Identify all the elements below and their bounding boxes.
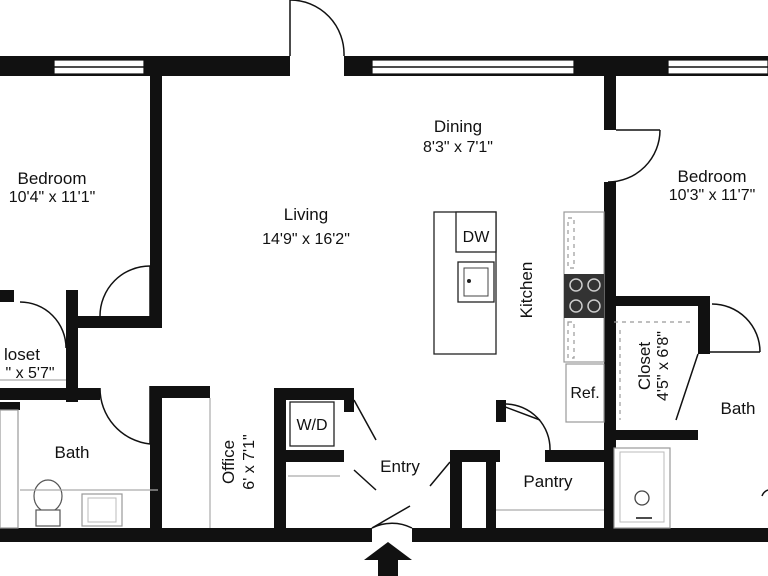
- fixture-labels: DW W/D Ref.: [289, 229, 600, 447]
- pantry-name: Pantry: [523, 472, 573, 491]
- closet-right-dims: 4'5" x 6'8": [655, 331, 672, 401]
- bath-right-name: Bath: [721, 399, 756, 418]
- office-dims: 6' x 7'1": [241, 434, 258, 489]
- entry-name: Entry: [380, 457, 420, 476]
- bath-right-fixtures: [613, 447, 768, 529]
- doors: [19, 0, 761, 529]
- closet-shelves: [0, 321, 692, 528]
- living-name: Living: [284, 205, 328, 224]
- windows: [53, 59, 768, 75]
- refrigerator-label: Ref.: [570, 385, 599, 402]
- closet-left-name: loset: [4, 345, 40, 364]
- bedroom-left-dims: 10'4" x 11'1": [9, 189, 96, 206]
- bedroom-right-name: Bedroom: [678, 167, 747, 186]
- closet-left-dims: " x 5'7": [5, 365, 54, 382]
- bedroom-left-name: Bedroom: [18, 169, 87, 188]
- bath-left-fixtures: [0, 409, 158, 529]
- room-labels: Bedroom 10'4" x 11'1" loset " x 5'7" Bat…: [4, 117, 755, 491]
- bath-left-name: Bath: [55, 443, 90, 462]
- kitchen-counter: [563, 211, 605, 423]
- kitchen-name: Kitchen: [517, 262, 536, 319]
- dishwasher-label: DW: [463, 229, 491, 246]
- closet-right-name: Closet: [635, 342, 654, 390]
- bedroom-right-dims: 10'3" x 11'7": [669, 187, 756, 204]
- washer-dryer-label: W/D: [296, 417, 327, 434]
- dining-dims: 8'3" x 7'1": [423, 139, 493, 156]
- kitchen-island: [433, 211, 497, 355]
- dining-name: Dining: [434, 117, 482, 136]
- living-dims: 14'9" x 16'2": [262, 231, 350, 248]
- office-name: Office: [219, 440, 238, 484]
- entry-arrow-icon: [364, 542, 412, 576]
